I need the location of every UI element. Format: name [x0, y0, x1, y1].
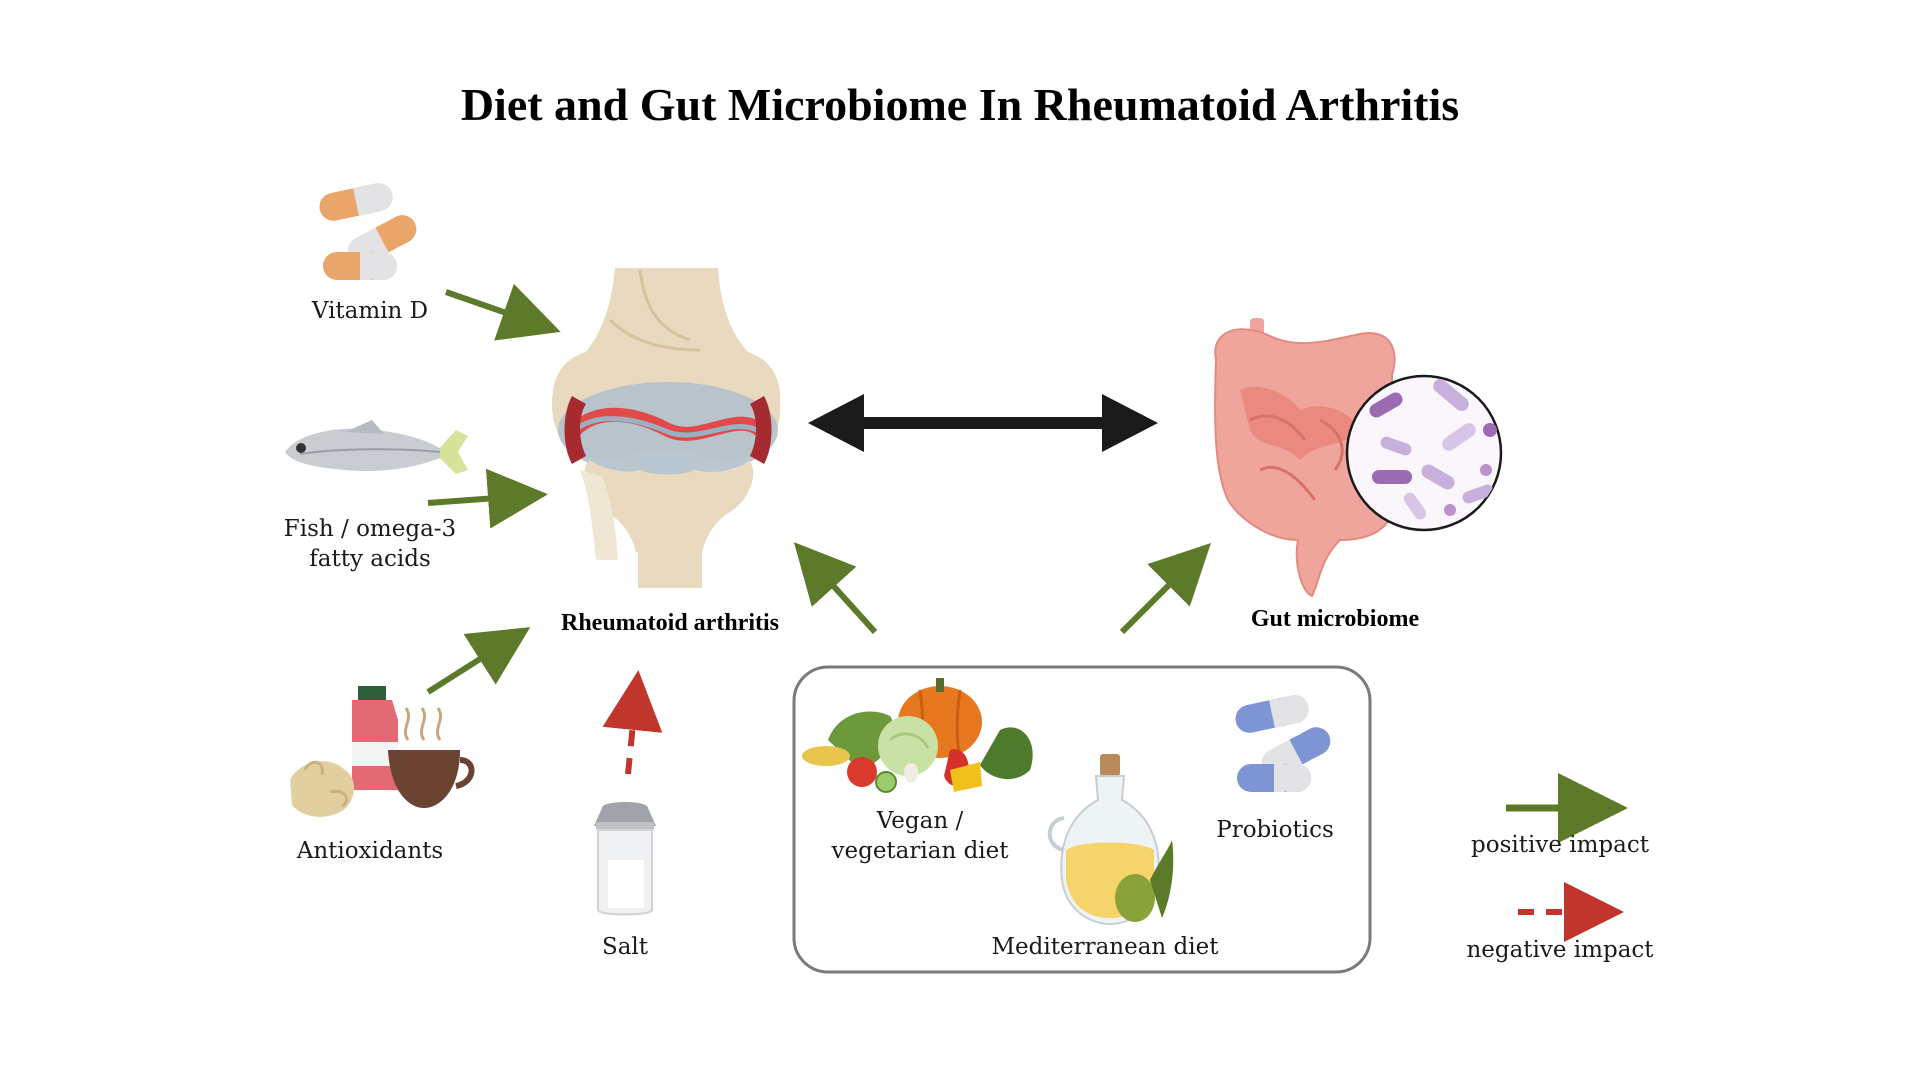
label-mediterranean-diet: Mediterranean diet: [991, 934, 1219, 960]
label-fish-line1: Fish / omega-3: [283, 516, 457, 542]
fish-icon: [285, 420, 468, 474]
bidirectional-arrow: [808, 394, 1158, 452]
legend-positive-label: positive impact: [1471, 832, 1649, 858]
diet-group-box: [792, 665, 1372, 974]
arrow-vitamin-d-to-ra: [445, 283, 561, 341]
label-vegan-line2: vegetarian diet: [831, 838, 1009, 864]
label-gut-microbiome: Gut microbiome: [1250, 606, 1420, 632]
salt-shaker-icon: [594, 802, 656, 916]
arrow-salt-to-ra: [602, 670, 663, 775]
arrow-diets-to-ra: [793, 542, 878, 635]
knee-joint-icon: [552, 268, 781, 588]
antioxidants-icon: [290, 686, 475, 817]
vegetables-icon: [802, 678, 1033, 793]
arrow-fish-to-ra: [427, 468, 548, 529]
bacteria-icon: [1345, 374, 1503, 532]
label-fish-line2: fatty acids: [309, 546, 431, 572]
label-antioxidants: Antioxidants: [296, 838, 444, 864]
label-rheumatoid-arthritis: Rheumatoid arthritis: [561, 610, 779, 636]
page-title: Diet and Gut Microbiome In Rheumatoid Ar…: [460, 79, 1460, 130]
capsules-icon: [319, 183, 417, 280]
label-salt: Salt: [601, 934, 649, 960]
intestine-icon: [1214, 318, 1399, 598]
label-probiotics: Probiotics: [1216, 817, 1334, 843]
arrow-antioxidants-to-ra: [426, 627, 531, 695]
olive-oil-icon: [1047, 754, 1174, 926]
legend-negative-label: negative impact: [1466, 937, 1654, 963]
probiotic-capsules-icon: [1235, 695, 1331, 792]
label-vitamin-d: Vitamin D: [311, 298, 429, 324]
label-vegan-line1: Vegan /: [876, 808, 964, 834]
arrow-diets-to-microbiome: [1119, 543, 1211, 635]
